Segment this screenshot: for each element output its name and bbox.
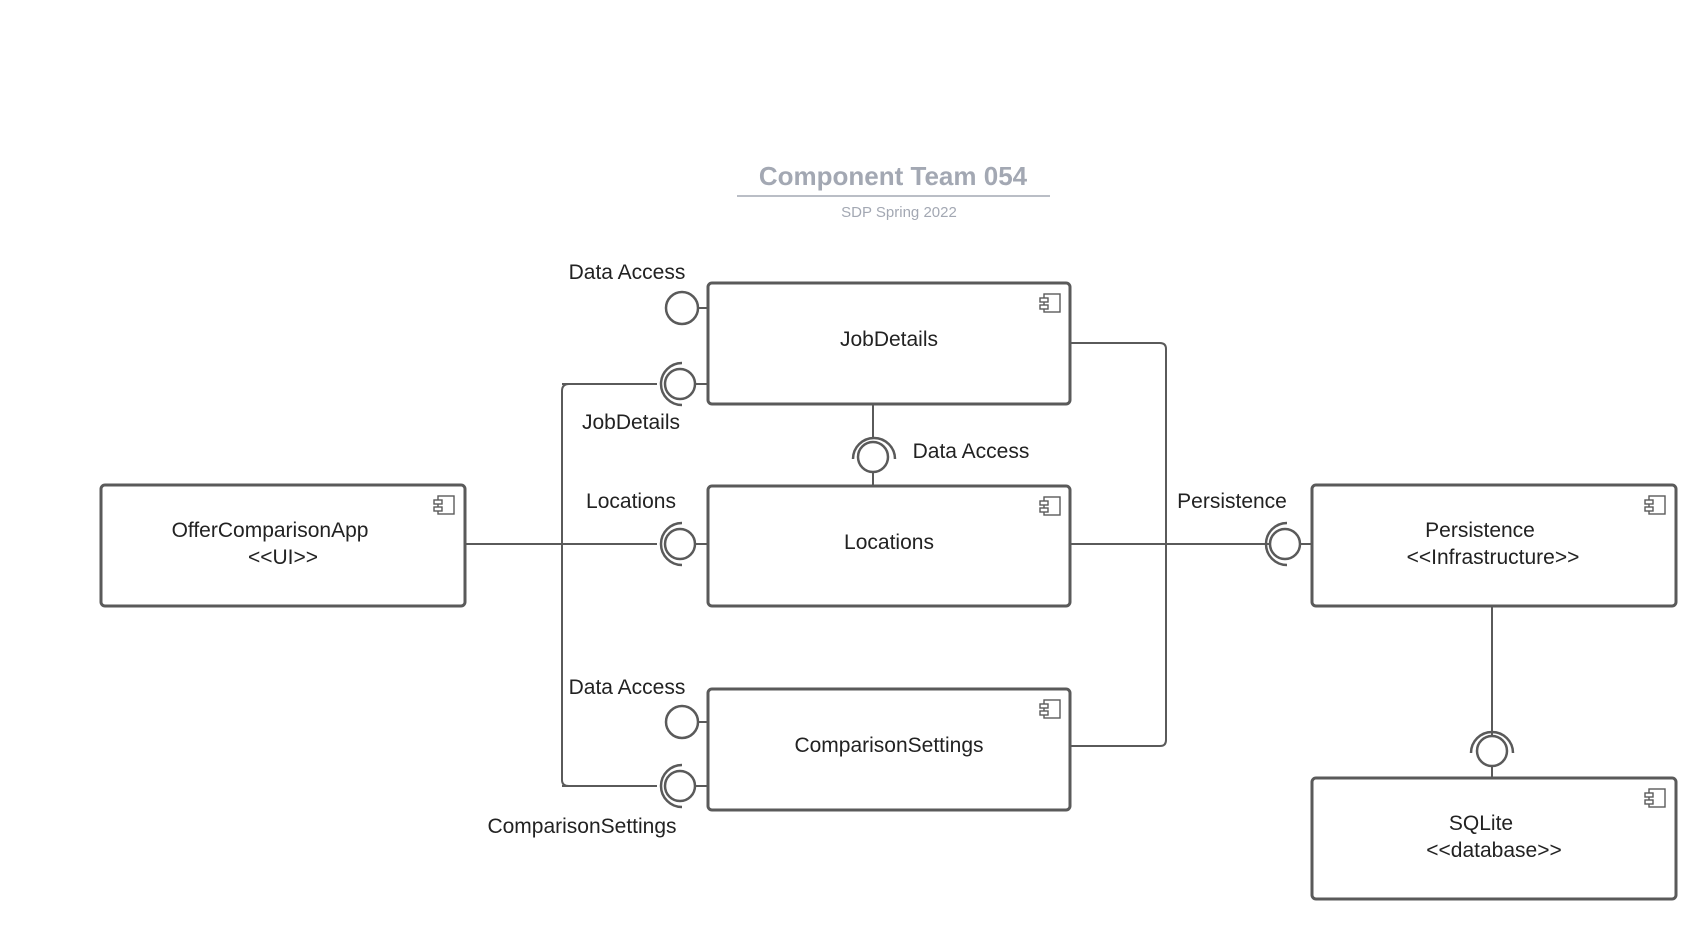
component-icon: [1039, 699, 1061, 719]
component-icon: [1644, 495, 1666, 515]
locations-required-socket: [659, 521, 683, 567]
job-required-ball: [663, 367, 697, 401]
component-icon: [1644, 788, 1666, 808]
diagram-title: Component Team 054: [759, 161, 1028, 191]
settings-required-socket: [659, 763, 683, 809]
comparison-settings-name: ComparisonSettings: [794, 734, 983, 757]
offer-app-stereotype: <<UI>>: [248, 546, 318, 569]
connectors: [465, 342, 1493, 787]
label-locations: Locations: [586, 490, 676, 513]
job-details-name: JobDetails: [840, 328, 938, 351]
settings-data-access-ball: [664, 704, 700, 740]
interfaces: [659, 290, 1515, 809]
component-offer-app[interactable]: OfferComparisonApp <<UI>>: [99, 483, 467, 608]
diagram-subtitle: SDP Spring 2022: [841, 204, 957, 221]
persistence-socket: [1264, 521, 1288, 567]
bus-corner-bottom: [561, 779, 570, 787]
label-locations-data-access: Data Access: [913, 440, 1030, 463]
locations-data-access-ball: [856, 440, 890, 474]
label-job-details: JobDetails: [582, 411, 680, 434]
component-icon: [1039, 496, 1061, 516]
component-icon: [1039, 293, 1061, 313]
offer-app-name: OfferComparisonApp: [172, 519, 369, 542]
component-persistence[interactable]: Persistence <<Infrastructure>>: [1310, 483, 1678, 608]
persistence-name: Persistence: [1425, 519, 1535, 542]
component-locations[interactable]: Locations: [706, 484, 1072, 608]
label-job-data-access: Data Access: [569, 261, 686, 284]
label-comparison-settings: ComparisonSettings: [487, 815, 676, 838]
sqlite-ball: [1475, 734, 1509, 768]
component-comparison-settings[interactable]: ComparisonSettings: [706, 687, 1072, 812]
settings-required-ball: [663, 769, 697, 803]
sqlite-name: SQLite: [1449, 812, 1513, 835]
label-persistence: Persistence: [1177, 490, 1287, 513]
job-required-socket: [659, 361, 683, 407]
sqlite-socket: [1469, 730, 1515, 754]
locations-required-ball: [663, 527, 697, 561]
component-sqlite[interactable]: SQLite <<database>>: [1310, 776, 1678, 901]
persistence-ball: [1268, 527, 1302, 561]
component-job-details[interactable]: JobDetails: [706, 281, 1072, 406]
job-data-access-ball: [664, 290, 700, 326]
locations-name: Locations: [844, 531, 934, 554]
persistence-stereotype: <<Infrastructure>>: [1407, 546, 1580, 569]
bus-corner-top: [561, 383, 570, 392]
locations-data-access-socket: [851, 436, 897, 460]
label-settings-data-access: Data Access: [569, 676, 686, 699]
component-icon: [433, 495, 455, 515]
sqlite-stereotype: <<database>>: [1426, 839, 1561, 862]
